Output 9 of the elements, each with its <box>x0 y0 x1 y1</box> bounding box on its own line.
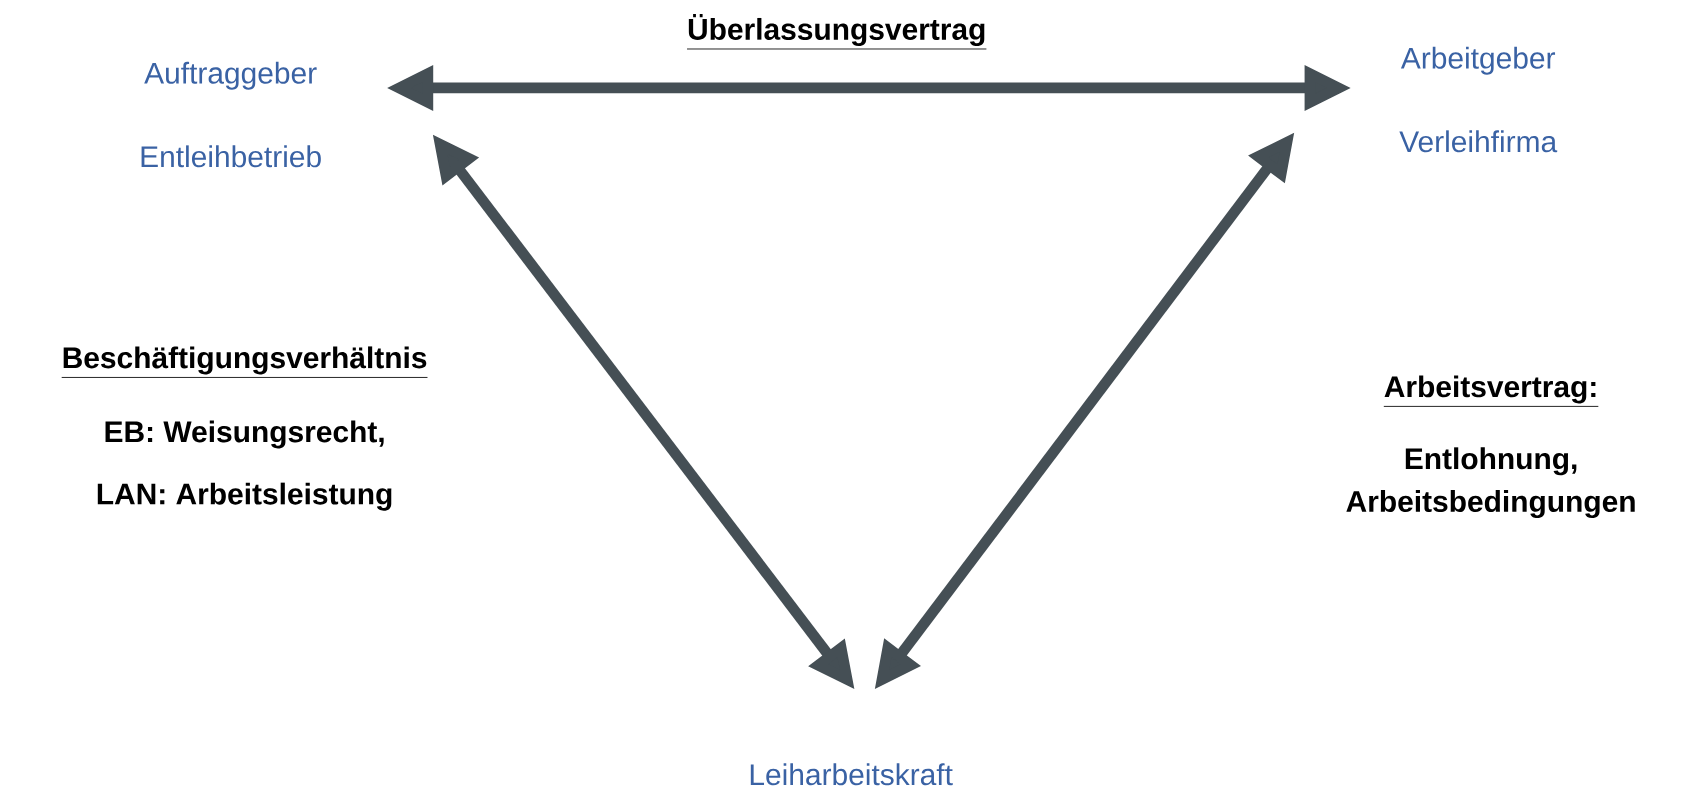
heading-label: Beschäftigungsverhältnis <box>61 346 428 378</box>
edge-label: Überlassungsvertrag <box>682 9 991 55</box>
text-label: LAN: Arbeitsleistung <box>97 482 392 511</box>
heading-label: Arbeitsvertrag: <box>1383 375 1599 407</box>
party-label: Arbeitgeber Verleihfirma <box>1399 46 1558 153</box>
party-label: Leiharbeitskraft <box>750 763 953 786</box>
text-label: EB: Weisungsrecht, <box>105 420 384 449</box>
party-label: Auftraggeber Entleihbetrieb <box>141 61 321 168</box>
text-label: Entlohnung, Arbeitsbedingungen <box>1346 447 1635 519</box>
